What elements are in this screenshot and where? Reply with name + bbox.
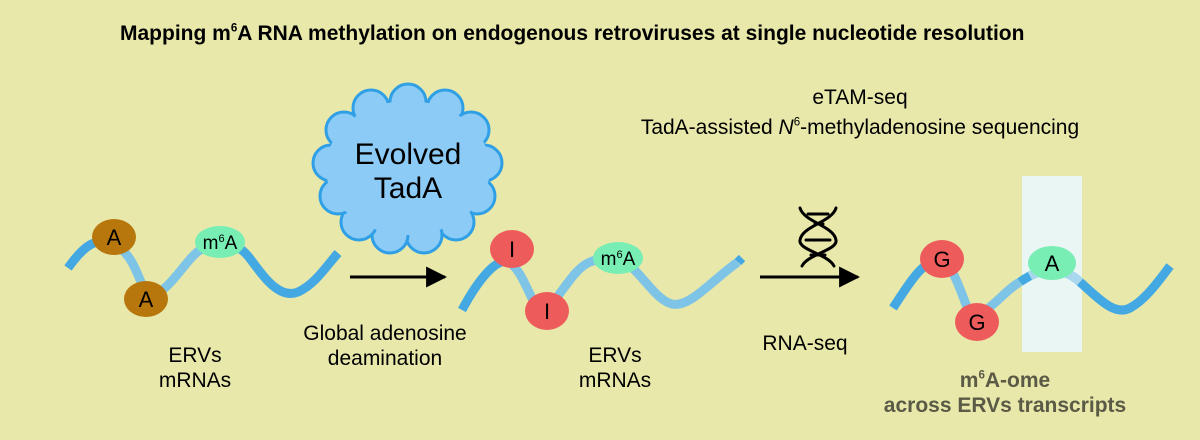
m6a-label-deaminated: m6A xyxy=(601,249,636,270)
adenosine-node-1 xyxy=(92,219,136,255)
inosine-node-1 xyxy=(490,230,534,268)
method-full-name: TadA-assisted N6-methyladenosine sequenc… xyxy=(640,116,1080,139)
guanosine-label-2: G xyxy=(968,310,985,335)
m6a-node-deaminated xyxy=(593,242,643,274)
result-caption: m6A-ome across ERVs transcripts xyxy=(883,369,1127,417)
m6a-label-read: A xyxy=(1045,251,1060,276)
dna-helix-icon xyxy=(798,206,838,268)
sequencing-caption: RNA-seq xyxy=(762,332,848,355)
evolved-tada-cloud xyxy=(311,82,504,255)
m6a-node-read xyxy=(1028,246,1076,280)
cloud-line-2: TadA xyxy=(374,172,442,205)
m6a-label-input: m6A xyxy=(203,233,238,254)
adenosine-label-2: A xyxy=(139,287,154,312)
inosine-label-1: I xyxy=(509,237,515,262)
cloud-line-1: Evolved xyxy=(355,138,462,171)
guanosine-label-1: G xyxy=(933,247,950,272)
method-name: eTAM-seq xyxy=(812,86,908,109)
guanosine-node-1 xyxy=(920,240,964,278)
page-title: Mapping m6A RNA methylation on endogenou… xyxy=(120,22,1025,45)
adenosine-node-2 xyxy=(124,281,168,317)
guanosine-node-2 xyxy=(955,303,999,341)
inosine-label-2: I xyxy=(544,299,550,324)
inosine-node-2 xyxy=(525,292,569,330)
adenosine-label-1: A xyxy=(107,225,122,250)
m6a-node-input xyxy=(195,226,245,258)
